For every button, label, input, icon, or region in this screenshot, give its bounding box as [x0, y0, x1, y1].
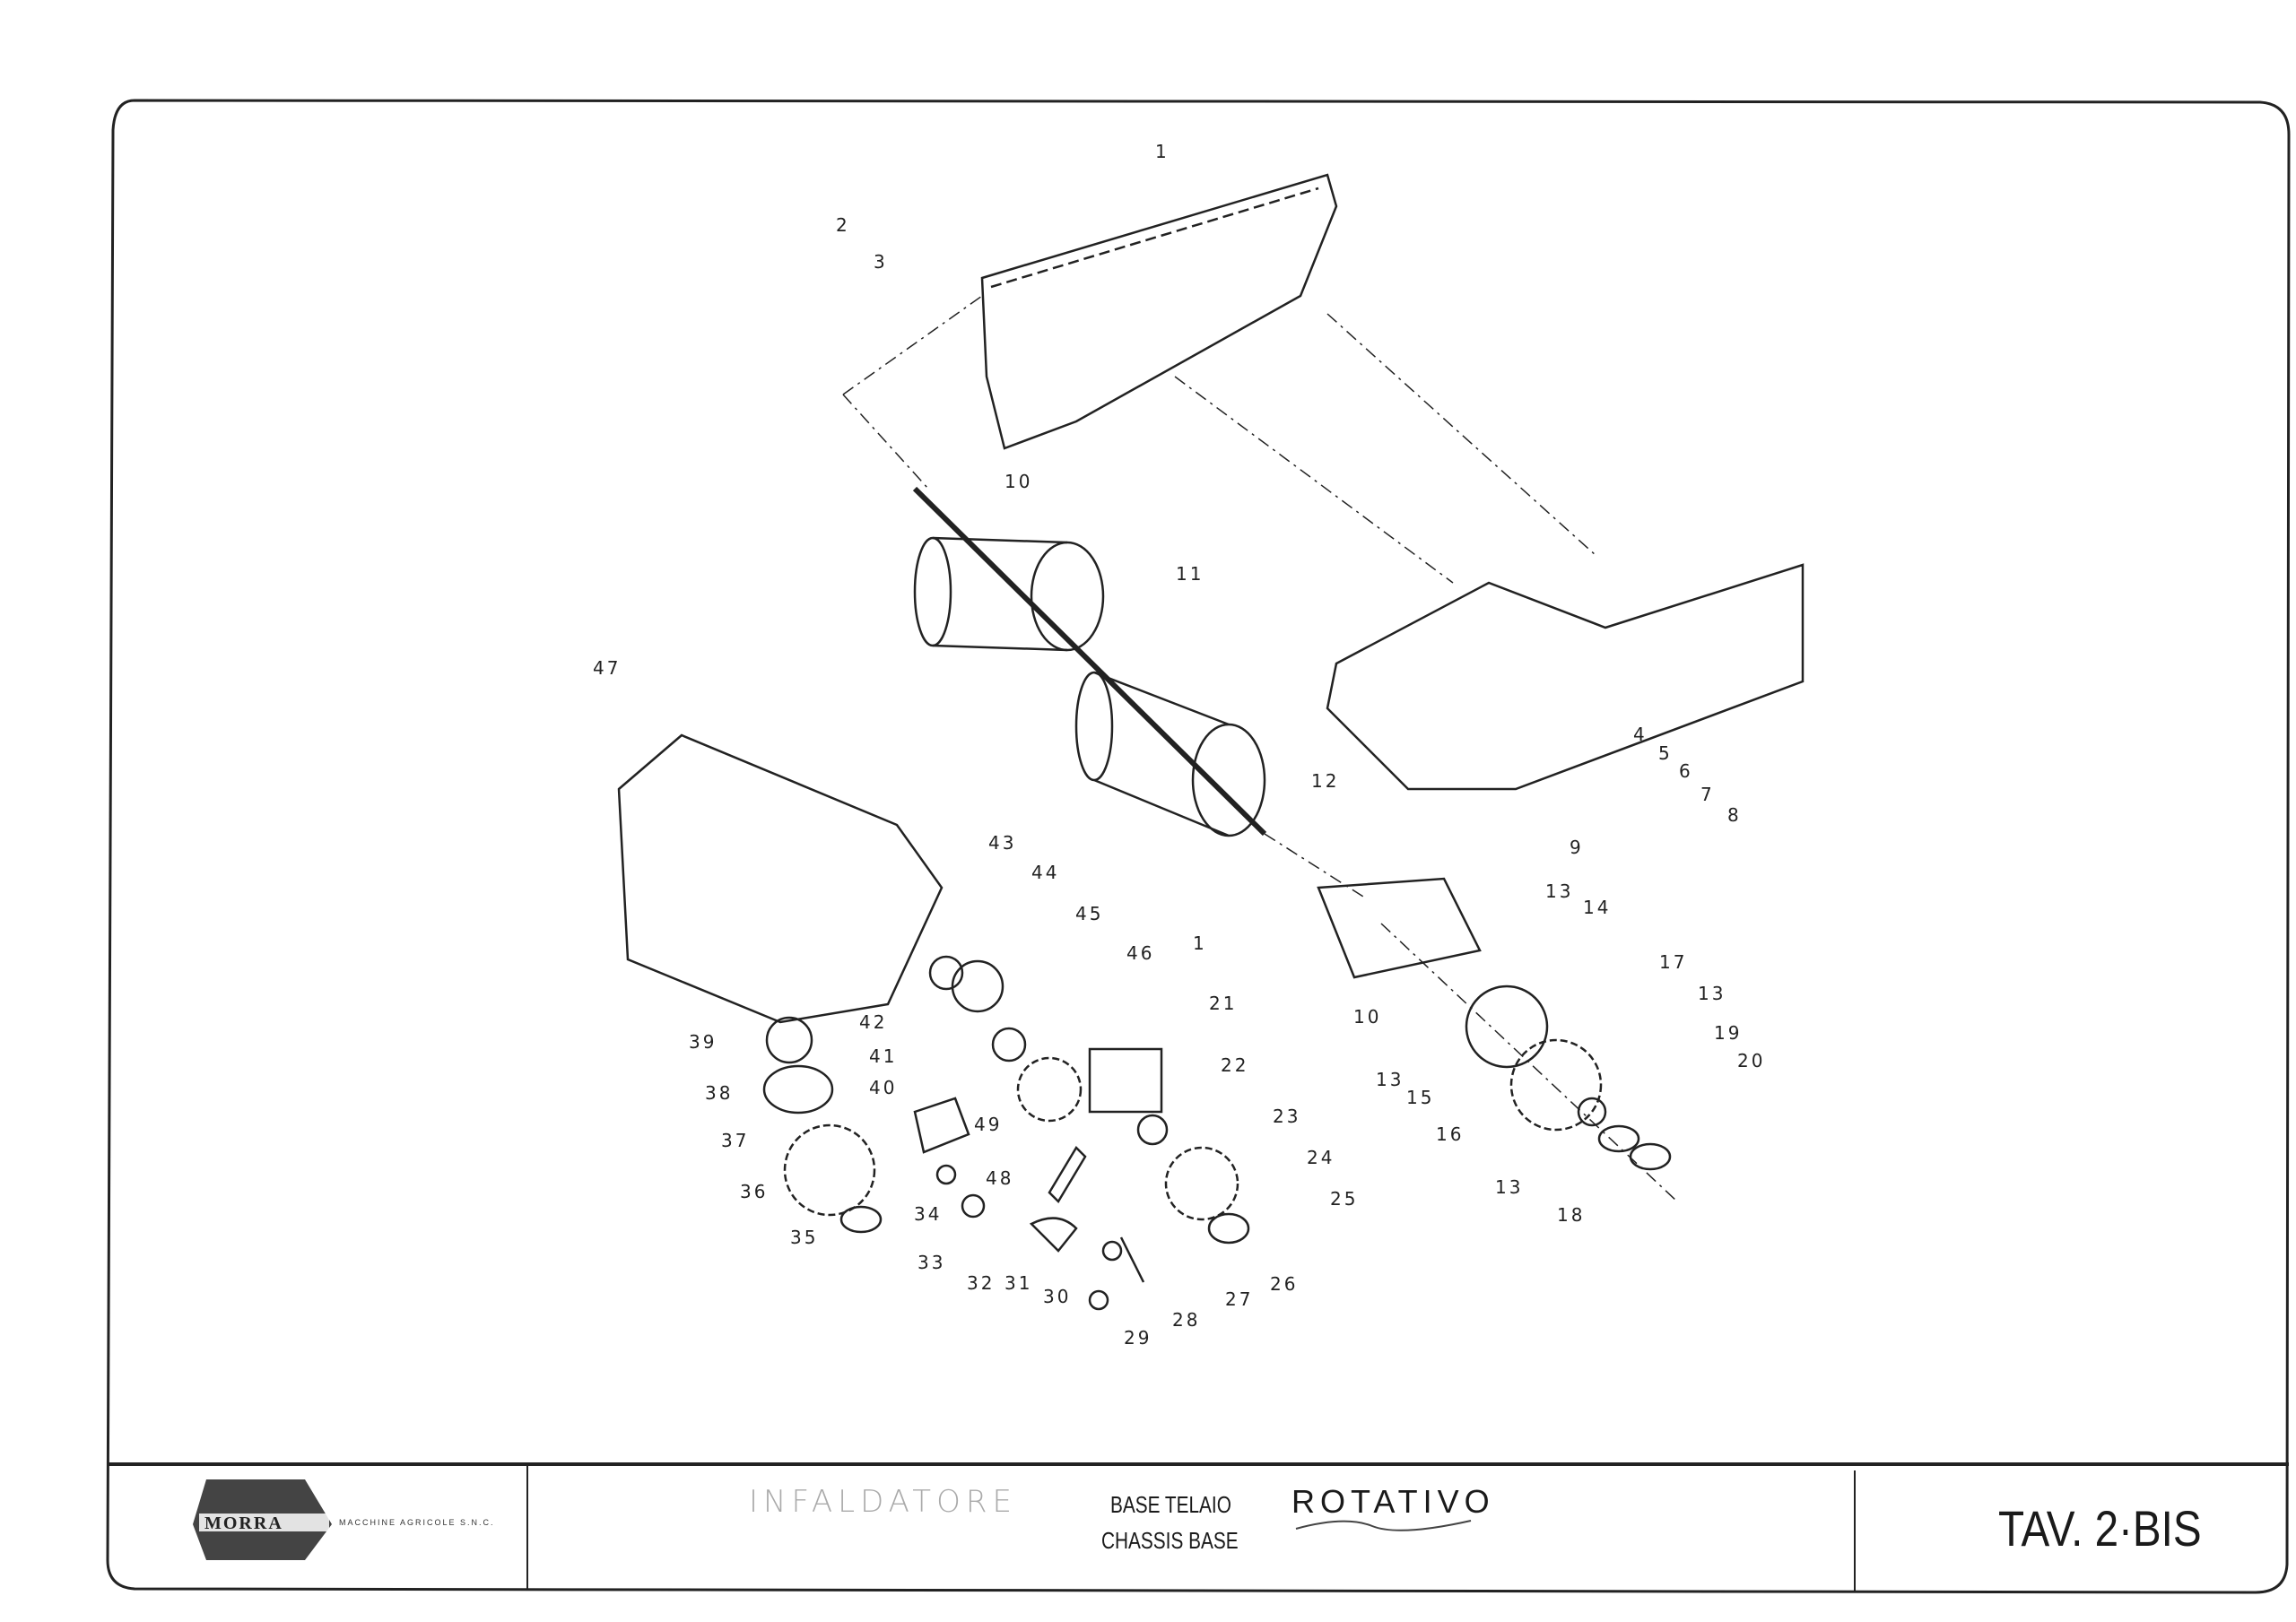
shaft-10 [912, 486, 1267, 837]
part-label: 31 [1004, 1272, 1032, 1294]
part-label: 40 [869, 1077, 897, 1098]
part-label: 44 [1031, 862, 1059, 883]
part-label: 13 [1698, 983, 1726, 1004]
chassis-frame-upper [980, 173, 1338, 450]
sprocket-24 [1164, 1146, 1239, 1221]
part-label: 30 [1043, 1286, 1071, 1307]
part-label: 2 [836, 214, 850, 236]
part-label: 13 [1545, 880, 1573, 902]
chassis-frame-lower [1326, 563, 1805, 791]
sprocket-16 [1509, 1038, 1603, 1132]
part-label: 41 [869, 1045, 897, 1067]
part-label: 23 [1273, 1106, 1300, 1127]
morra-logo: MORRA [193, 1479, 332, 1560]
washer-19 [1597, 1124, 1640, 1153]
part-label: 8 [1727, 804, 1742, 826]
sprocket-36 [783, 1123, 876, 1217]
part-label: 19 [1714, 1022, 1742, 1044]
part-label: 13 [1376, 1069, 1404, 1090]
underline-stroke [1295, 1520, 1472, 1531]
part-label: 4 [1633, 724, 1648, 745]
part-label: 49 [974, 1114, 1002, 1135]
svg-text:MORRA: MORRA [204, 1514, 283, 1533]
part-label: 42 [859, 1011, 887, 1033]
part-label: 45 [1075, 903, 1103, 924]
part-label: 5 [1658, 742, 1673, 764]
gearbox-47 [617, 733, 944, 1024]
part-label: 14 [1583, 897, 1611, 918]
part-label: 1 [1193, 932, 1207, 954]
centerlines [842, 295, 1678, 1202]
part-label: 11 [1176, 563, 1204, 585]
part-label: 26 [1270, 1273, 1298, 1295]
part-label: 21 [1209, 993, 1237, 1014]
part-label: 3 [874, 251, 888, 273]
part-label: 25 [1330, 1188, 1358, 1210]
part-label: 27 [1225, 1288, 1253, 1310]
part-label: 46 [1126, 942, 1154, 964]
part-label: 43 [988, 832, 1016, 854]
part-label: 22 [1221, 1054, 1248, 1076]
part-label: 33 [918, 1252, 945, 1273]
bracket-21 [1088, 1047, 1163, 1114]
part-label: 48 [986, 1167, 1013, 1189]
parts-drawing [617, 173, 1805, 1311]
title-italian: BASE TELAIO [1110, 1491, 1231, 1518]
part-label: 17 [1659, 951, 1687, 973]
part-label: 37 [721, 1130, 749, 1151]
part-label: 9 [1570, 837, 1584, 858]
part-label: 15 [1406, 1087, 1434, 1108]
part-label: 28 [1172, 1309, 1200, 1331]
title-english: CHASSIS BASE [1101, 1527, 1239, 1554]
part-label: 29 [1124, 1327, 1152, 1349]
circlip-20 [1629, 1142, 1672, 1171]
part-label: 6 [1679, 760, 1693, 782]
part-label: 13 [1495, 1176, 1523, 1198]
part-label: 7 [1700, 784, 1715, 805]
part-label: 47 [593, 657, 621, 679]
part-label: 32 [967, 1272, 995, 1294]
part-label: 36 [740, 1181, 768, 1202]
part-label: 24 [1307, 1147, 1335, 1168]
part-label: 10 [1353, 1006, 1381, 1028]
sprocket-45 [1016, 1056, 1083, 1123]
part-label: 18 [1557, 1204, 1585, 1226]
logo-subtitle: MACCHINE AGRICOLE S.N.C. [339, 1518, 495, 1527]
bearing-housing [1317, 877, 1482, 979]
part-label: 1 [1155, 141, 1170, 162]
part-label: 10 [1004, 471, 1032, 492]
part-label: 39 [689, 1031, 717, 1053]
roller-11 [913, 536, 1105, 652]
sheet-number: TAV. 2·BIS [1998, 1500, 2202, 1557]
part-label: 16 [1436, 1123, 1464, 1145]
handwritten-note: INFALDATORE [749, 1484, 1017, 1520]
roller-12 [1074, 671, 1266, 837]
part-label: 38 [705, 1082, 733, 1104]
part-label: 20 [1737, 1050, 1765, 1071]
drawing-frame [106, 99, 2291, 1594]
tensioner-40 [913, 1097, 970, 1154]
title-model: ROTATIVO [1292, 1483, 1495, 1520]
part-label: 35 [790, 1227, 818, 1248]
part-label: 12 [1311, 770, 1339, 792]
part-label: 34 [914, 1203, 942, 1225]
flange-15 [1465, 984, 1549, 1069]
